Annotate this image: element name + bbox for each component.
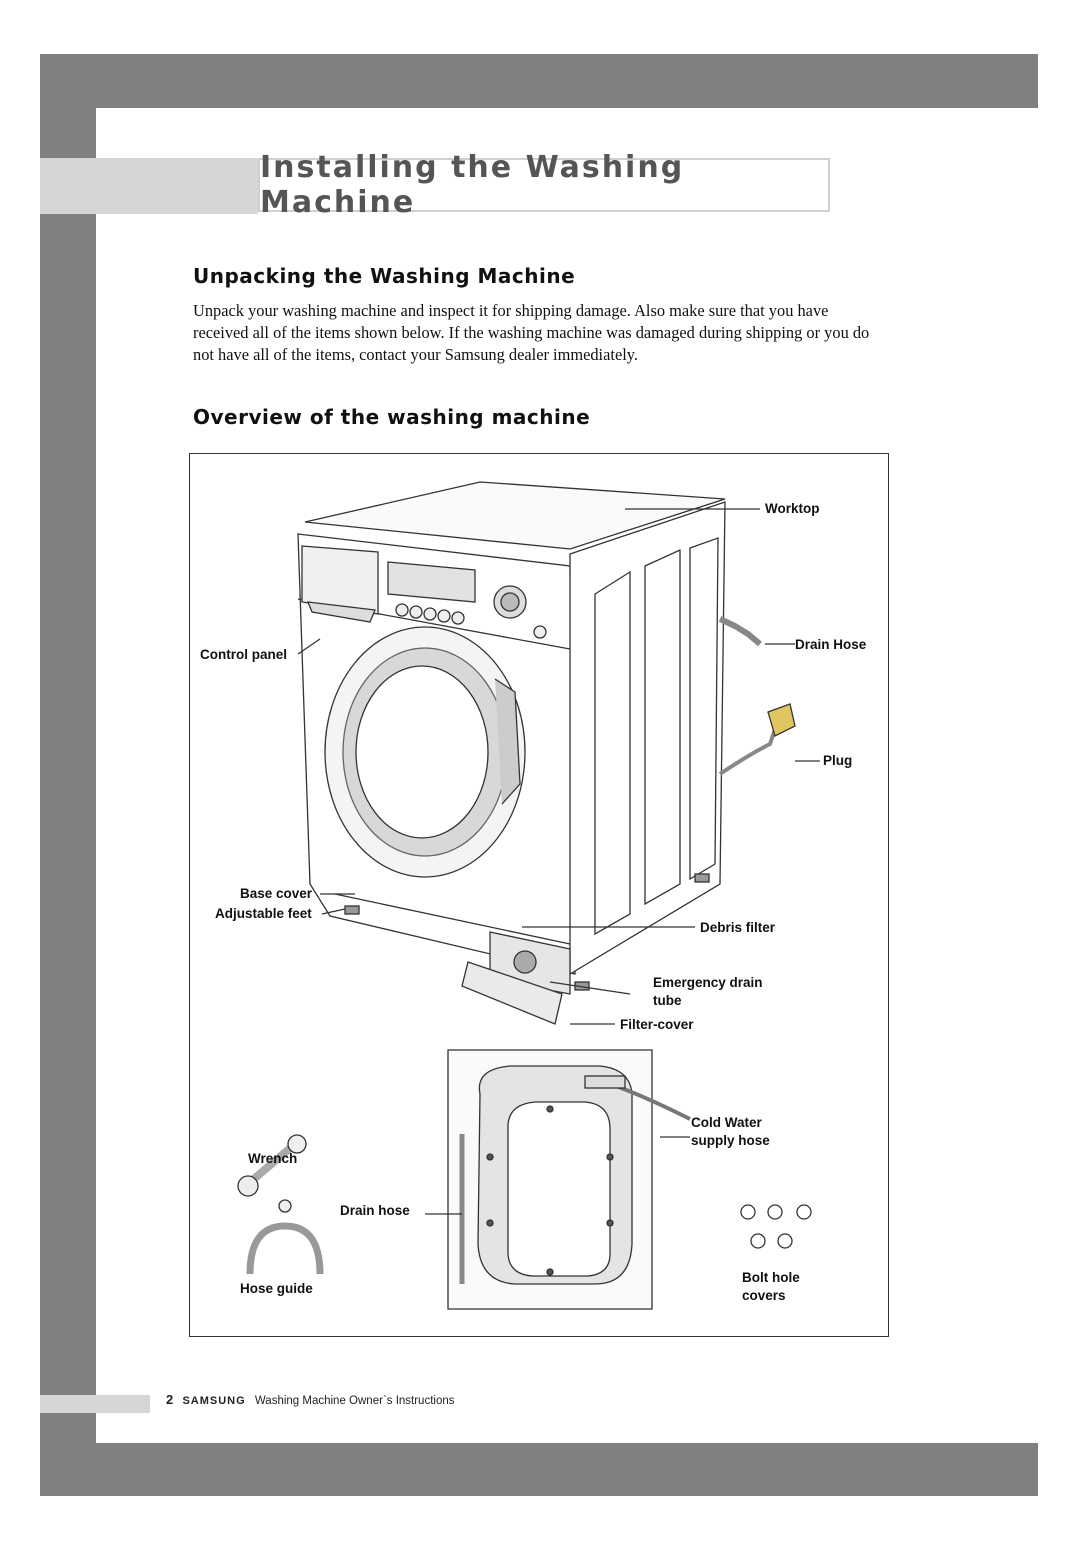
frame-top-bar [40, 54, 1038, 108]
label-adjustable-feet: Adjustable feet [215, 906, 312, 921]
page-title-box: Installing the Washing Machine [258, 150, 830, 220]
title-band [40, 158, 258, 214]
frame-left-bar [40, 54, 96, 1496]
brand-name: SAMSUNG [182, 1395, 246, 1407]
section-title-unpacking: Unpacking the Washing Machine [193, 264, 576, 288]
frame-bottom-bar [40, 1443, 1038, 1496]
page-title: Installing the Washing Machine [260, 150, 685, 220]
footer-band [40, 1395, 150, 1413]
label-hose-guide: Hose guide [240, 1281, 313, 1296]
label-bolt-hole-covers: Bolt hole covers [742, 1270, 800, 1303]
label-drain-hose: Drain Hose [795, 637, 867, 652]
intro-paragraph: Unpack your washing machine and inspect … [193, 301, 870, 364]
label-filter-cover: Filter-cover [620, 1017, 694, 1032]
label-base-cover: Base cover [240, 886, 313, 901]
section-title-overview: Overview of the washing machine [193, 405, 591, 429]
label-debris-filter: Debris filter [700, 920, 776, 935]
footer-caption: Washing Machine Owner`s Instructions [254, 1395, 455, 1407]
label-wrench: Wrench [248, 1151, 298, 1166]
label-emergency-drain-tube: Emergency drain tube [653, 975, 763, 1008]
page-footer: 2 SAMSUNG Washing Machine Owner`s Instru… [166, 1392, 455, 1407]
label-plug: Plug [823, 753, 853, 768]
label-cold-water-supply-hose: Cold Water supply hose [691, 1115, 770, 1148]
label-worktop: Worktop [765, 501, 820, 516]
label-drain-hose-rear: Drain hose [340, 1203, 410, 1218]
overview-figure: Worktop Drain Hose Control panel Plug Ba… [189, 453, 889, 1337]
washing-machine-illustration [237, 481, 820, 1310]
page-number: 2 [166, 1392, 174, 1407]
label-control-panel: Control panel [200, 647, 287, 662]
